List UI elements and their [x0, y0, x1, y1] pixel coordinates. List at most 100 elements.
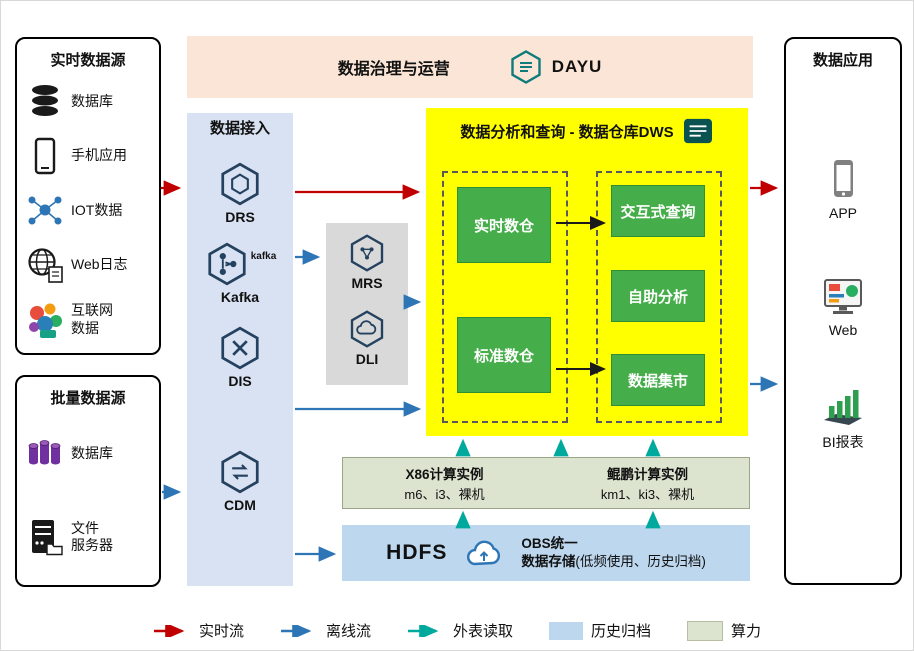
- legend: 实时流 离线流 外表读取 历史归档 算力: [1, 620, 913, 641]
- dws-interactive-query: 交互式查询: [611, 185, 705, 237]
- dws-title: 数据分析和查询 - 数据仓库DWS: [460, 123, 674, 141]
- dws-panel: 数据分析和查询 - 数据仓库DWS 实时数仓 标准数仓 交互式查询 自助分析 数…: [426, 108, 748, 436]
- ingestion-item-kafka: kafka Kafka: [187, 241, 293, 305]
- compute-instance-subtitle: m6、i3、裸机: [404, 487, 485, 502]
- mrs-hexagon-icon: [350, 234, 384, 272]
- realtime-sources-panel: 实时数据源 数据库 手机应用: [15, 37, 161, 355]
- compute-instance-x86: X86计算实例 m6、i3、裸机: [343, 458, 546, 508]
- database-icon: [32, 85, 58, 117]
- green-box-label: 交互式查询: [620, 203, 696, 221]
- green-box-label: 自助分析: [627, 288, 688, 306]
- ingestion-item-dis: DIS: [187, 325, 293, 389]
- compute-instance-title: 鲲鹏计算实例: [607, 467, 688, 482]
- ingestion-item-label: CDM: [224, 497, 256, 513]
- processing-item-label: MRS: [351, 275, 383, 291]
- data-ingestion-title: 数据接入: [209, 120, 270, 137]
- dayu-hexagon-icon: [511, 50, 541, 84]
- legend-label: 算力: [731, 623, 762, 640]
- dayu-logo-text: DAYU: [551, 57, 603, 76]
- compute-instance-title: X86计算实例: [405, 467, 484, 482]
- governance-title: 数据治理与运营: [337, 61, 450, 78]
- processing-item-label: DLI: [355, 351, 379, 367]
- dis-hexagon-icon: [221, 326, 259, 370]
- source-label: 互联网 数据: [71, 302, 113, 336]
- app-item-label: Web: [828, 322, 858, 338]
- green-box-label: 实时数仓: [473, 217, 534, 235]
- file-server-icon: [32, 520, 63, 556]
- realtime-sources-title: 实时数据源: [50, 52, 126, 69]
- external-read-arrow-icon: [407, 624, 439, 637]
- app-item-web: Web: [786, 274, 900, 338]
- source-item-database: 数据库: [25, 81, 151, 121]
- legend-item-compute-power: 算力: [687, 620, 761, 641]
- dli-hexagon-icon: [350, 310, 384, 348]
- kafka-icon-row: kafka: [204, 241, 276, 287]
- legend-label: 外表读取: [452, 623, 513, 640]
- governance-banner: 数据治理与运营 DAYU: [187, 36, 753, 98]
- web-monitor-icon: [824, 279, 862, 314]
- dws-self-service-analysis: 自助分析: [611, 270, 705, 322]
- dws-document-icon: [683, 118, 712, 144]
- dws-standard-warehouse: 标准数仓: [457, 317, 551, 393]
- dws-title-row: 数据分析和查询 - 数据仓库DWS: [426, 117, 748, 145]
- hdfs-storage-panel: HDFS OBS统一 数据存储(低频使用、历史归档): [342, 525, 750, 581]
- source-label: 数据库: [71, 445, 113, 461]
- app-item-bi-report: BI报表: [786, 384, 900, 452]
- obs-cloud-icon: [467, 540, 501, 566]
- compute-power-swatch: [687, 620, 724, 641]
- legend-item-offline-flow: 离线流: [280, 620, 371, 641]
- source-item-iot: IOT数据: [25, 190, 151, 230]
- batch-sources-panel: 批量数据源 数据库: [15, 375, 161, 587]
- source-label: 文件 服务器: [71, 519, 113, 554]
- legend-label: 离线流: [325, 623, 371, 640]
- batch-sources-list: 数据库 文件 服务器: [21, 412, 155, 579]
- dws-warehouse-group: 实时数仓 标准数仓: [442, 171, 568, 423]
- data-applications-panel: 数据应用 APP Web: [784, 37, 902, 585]
- green-box-label: 标准数仓: [473, 347, 534, 365]
- app-phone-icon: [834, 160, 853, 197]
- batch-database-icon: [28, 439, 61, 465]
- legend-item-history-archive: 历史归档: [549, 620, 651, 641]
- source-item-internet-data: 互联网 数据: [25, 300, 151, 340]
- realtime-sources-list: 数据库 手机应用 IOT数据: [21, 74, 155, 347]
- obs-line1: OBS统一: [521, 536, 578, 552]
- dws-data-mart: 数据集市: [611, 354, 705, 406]
- source-label: IOT数据: [71, 201, 123, 218]
- drs-hexagon-icon: [221, 162, 259, 206]
- source-item-batch-database: 数据库: [25, 434, 151, 474]
- source-item-file-server: 文件 服务器: [25, 517, 151, 557]
- ingestion-item-label: Kafka: [220, 289, 260, 305]
- iot-icon: [28, 196, 62, 225]
- ingestion-item-label: DRS: [225, 209, 255, 225]
- realtime-flow-arrow-icon: [153, 624, 185, 637]
- compute-instance-kunpeng: 鲲鹏计算实例 km1、ki3、裸机: [546, 458, 749, 508]
- cdm-hexagon-icon: [221, 450, 259, 494]
- green-box-label: 数据集市: [627, 372, 688, 390]
- ingestion-item-label: DIS: [228, 373, 252, 389]
- legend-label: 历史归档: [591, 623, 652, 640]
- ingestion-item-cdm: CDM: [187, 449, 293, 513]
- app-item-label: APP: [828, 205, 857, 221]
- dayu-logo: DAYU: [508, 49, 603, 85]
- app-item-label: BI报表: [822, 434, 864, 450]
- dws-realtime-warehouse: 实时数仓: [457, 187, 551, 263]
- obs-storage-text: OBS统一 数据存储(低频使用、历史归档): [521, 535, 706, 570]
- obs-note: (低频使用、历史归档): [575, 554, 706, 569]
- compute-instances-panel: X86计算实例 m6、i3、裸机 鲲鹏计算实例 km1、ki3、裸机: [342, 457, 750, 509]
- legend-item-external-read: 外表读取: [407, 620, 513, 641]
- obs-line2: 数据存储: [521, 554, 576, 569]
- source-item-web-log: Web日志: [25, 245, 151, 285]
- source-item-mobile-app: 手机应用: [25, 136, 151, 176]
- source-label: Web日志: [71, 256, 128, 273]
- internet-data-icon: [29, 303, 62, 338]
- bi-chart-icon: [824, 390, 862, 425]
- legend-item-realtime-flow: 实时流: [153, 620, 244, 641]
- app-item-app: APP: [786, 157, 900, 221]
- kafka-hexagon-icon: [208, 242, 246, 286]
- legend-label: 实时流: [198, 623, 244, 640]
- batch-sources-title: 批量数据源: [50, 390, 126, 407]
- processing-panel: MRS DLI: [326, 223, 408, 385]
- processing-item-dli: DLI: [326, 309, 408, 367]
- history-archive-swatch: [549, 621, 583, 640]
